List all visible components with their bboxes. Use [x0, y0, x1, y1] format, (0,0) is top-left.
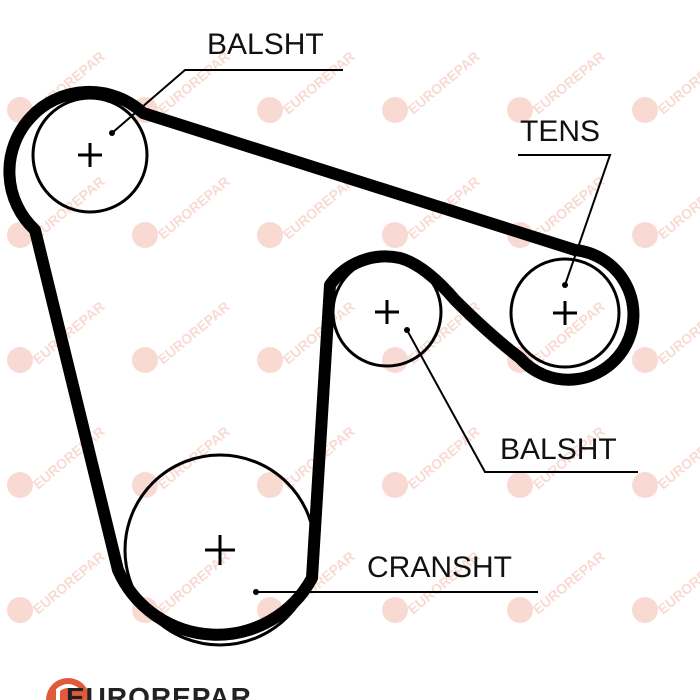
leader-balsht-right: [406, 329, 638, 473]
label-cransht: CRANSHT: [367, 551, 513, 584]
center-mark-tens: [553, 301, 577, 325]
leader-dot-balsht-right: [404, 327, 410, 333]
brand-wordmark: EUROREPAR: [66, 682, 252, 700]
label-balsht-top: BALSHT: [207, 28, 324, 61]
leader-balsht-top: [111, 69, 343, 134]
balance-shaft-pulley-top: [31, 96, 149, 214]
center-mark-balsht-right: [375, 300, 399, 324]
label-balsht-right: BALSHT: [500, 433, 617, 466]
label-tens: TENS: [520, 115, 601, 148]
leader-dot-balsht-top: [109, 130, 115, 136]
center-mark-cransht: [205, 535, 235, 565]
drive-belt: [3, 85, 640, 641]
leader-tens: [518, 154, 612, 286]
leader-dot-cransht: [253, 589, 259, 595]
tensioner-pulley: [509, 257, 621, 369]
leader-dot-tens: [562, 282, 568, 288]
center-mark-balsht-top: [78, 143, 102, 167]
